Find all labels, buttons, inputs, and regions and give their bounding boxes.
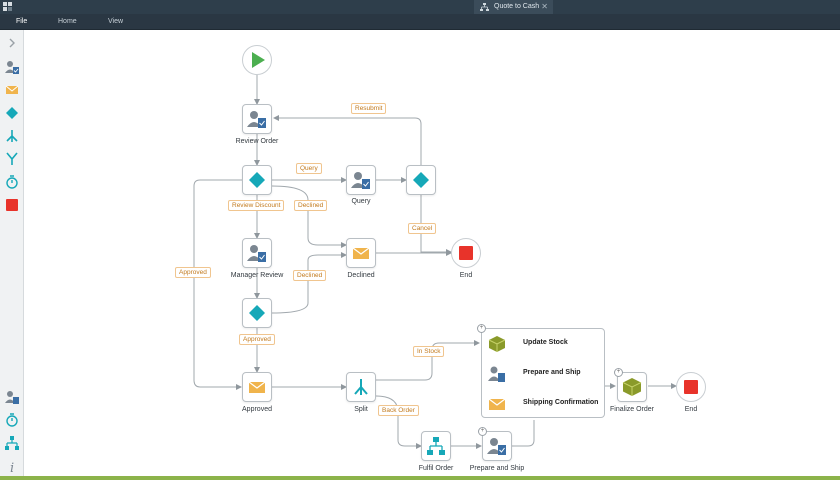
- user-task-icon[interactable]: [3, 388, 21, 406]
- split-icon[interactable]: [3, 127, 21, 145]
- node-label-approved: Approved: [242, 406, 272, 413]
- node-label-end-2: End: [684, 406, 698, 413]
- play-icon: [252, 52, 265, 68]
- menu-file[interactable]: File: [16, 18, 28, 25]
- edge-label-approved-side[interactable]: Approved: [175, 267, 211, 278]
- user-task-icon: [247, 245, 266, 262]
- task-prepare-and-ship[interactable]: [482, 431, 512, 461]
- split-gateway[interactable]: [346, 372, 376, 402]
- group-item-prepare-and-ship[interactable]: Prepare and Ship: [482, 359, 606, 388]
- end-event-2[interactable]: [676, 372, 706, 402]
- email-icon: [352, 247, 370, 259]
- timer-icon[interactable]: [3, 411, 21, 429]
- node-label-end-1: End: [459, 272, 473, 279]
- info-icon[interactable]: i: [3, 457, 21, 475]
- decision-query[interactable]: [406, 165, 436, 195]
- title-bar: Quote to Cash ✕: [0, 0, 840, 14]
- shape-toolbar: i: [0, 30, 24, 476]
- group-badge[interactable]: +: [477, 324, 486, 333]
- end-icon[interactable]: [3, 196, 21, 214]
- task-fulfil-order[interactable]: [421, 431, 451, 461]
- subprocess-badge[interactable]: +: [478, 427, 487, 436]
- decision-manager[interactable]: [242, 298, 272, 328]
- group-item-update-stock[interactable]: Update Stock: [482, 329, 606, 358]
- package-icon: [488, 336, 506, 352]
- node-label-manager-review: Manager Review: [230, 272, 284, 279]
- menu-view[interactable]: View: [108, 18, 124, 25]
- menu-bar: File Home View: [0, 14, 840, 30]
- email-icon: [488, 398, 506, 410]
- group-item-label: Update Stock: [523, 339, 568, 346]
- user-task-icon: [247, 111, 266, 128]
- email-icon[interactable]: [3, 81, 21, 99]
- edge-label-query[interactable]: Query: [296, 163, 322, 174]
- chevron-right-icon[interactable]: [3, 34, 21, 52]
- status-accent-bar: [0, 476, 840, 480]
- node-label-declined: Declined: [347, 272, 375, 279]
- split-icon: [354, 379, 368, 395]
- parallel-task-group[interactable]: Update Stock Prepare and Ship Shipping C…: [481, 328, 605, 418]
- user-task-icon[interactable]: [3, 58, 21, 76]
- email-approved[interactable]: [242, 372, 272, 402]
- finalize-badge[interactable]: +: [614, 368, 623, 377]
- user-task-icon: [487, 438, 506, 455]
- app-grid-icon[interactable]: [3, 2, 13, 12]
- menu-home[interactable]: Home: [58, 18, 77, 25]
- group-item-label: Shipping Confirmation: [523, 399, 599, 406]
- decision-review[interactable]: [242, 165, 272, 195]
- node-label-review-order: Review Order: [235, 138, 279, 145]
- decision-icon[interactable]: [3, 104, 21, 122]
- edge-label-review-discount[interactable]: Review Discount: [228, 200, 285, 211]
- edge-label-declined-1[interactable]: Declined: [294, 200, 328, 211]
- group-item-label: Prepare and Ship: [523, 369, 581, 376]
- svg-text:i: i: [10, 461, 14, 475]
- tab-quote-to-cash[interactable]: Quote to Cash ✕: [474, 0, 553, 14]
- email-declined[interactable]: [346, 238, 376, 268]
- edge-label-resubmit[interactable]: Resubmit: [351, 103, 387, 114]
- node-label-split: Split: [354, 406, 368, 413]
- edge-label-back-order[interactable]: Back Order: [378, 405, 419, 416]
- edge-label-approved-bottom[interactable]: Approved: [239, 334, 275, 345]
- task-finalize-order[interactable]: [617, 372, 647, 402]
- task-query[interactable]: [346, 165, 376, 195]
- node-label-fulfil-order: Fulfil Order: [418, 465, 454, 472]
- process-map-icon: [480, 3, 489, 11]
- task-review-order[interactable]: [242, 104, 272, 134]
- group-item-shipping-confirmation[interactable]: Shipping Confirmation: [482, 389, 606, 418]
- node-label-finalize-order: Finalize Order: [610, 406, 654, 413]
- edge-label-cancel[interactable]: Cancel: [408, 223, 437, 234]
- end-event-1[interactable]: [451, 238, 481, 268]
- node-label-query: Query: [351, 198, 371, 205]
- node-label-prepare-and-ship: Prepare and Ship: [469, 465, 525, 472]
- user-task-icon: [488, 366, 505, 382]
- edge-label-declined-2[interactable]: Declined: [293, 270, 327, 281]
- timer-icon[interactable]: [3, 173, 21, 191]
- edge-label-in-stock[interactable]: In Stock: [413, 346, 445, 357]
- email-icon: [248, 381, 266, 393]
- decision-icon: [413, 172, 429, 188]
- merge-icon[interactable]: [3, 150, 21, 168]
- tab-close-button[interactable]: ✕: [541, 2, 548, 11]
- hierarchy-icon: [427, 437, 445, 455]
- user-task-icon: [351, 172, 370, 189]
- stop-icon: [459, 246, 473, 260]
- decision-icon: [249, 172, 265, 188]
- tab-title: Quote to Cash: [494, 3, 540, 10]
- decision-icon: [249, 305, 265, 321]
- stop-icon: [684, 380, 698, 394]
- task-manager-review[interactable]: [242, 238, 272, 268]
- package-icon: [622, 378, 642, 396]
- start-event[interactable]: [242, 45, 272, 75]
- hierarchy-icon[interactable]: [3, 434, 21, 452]
